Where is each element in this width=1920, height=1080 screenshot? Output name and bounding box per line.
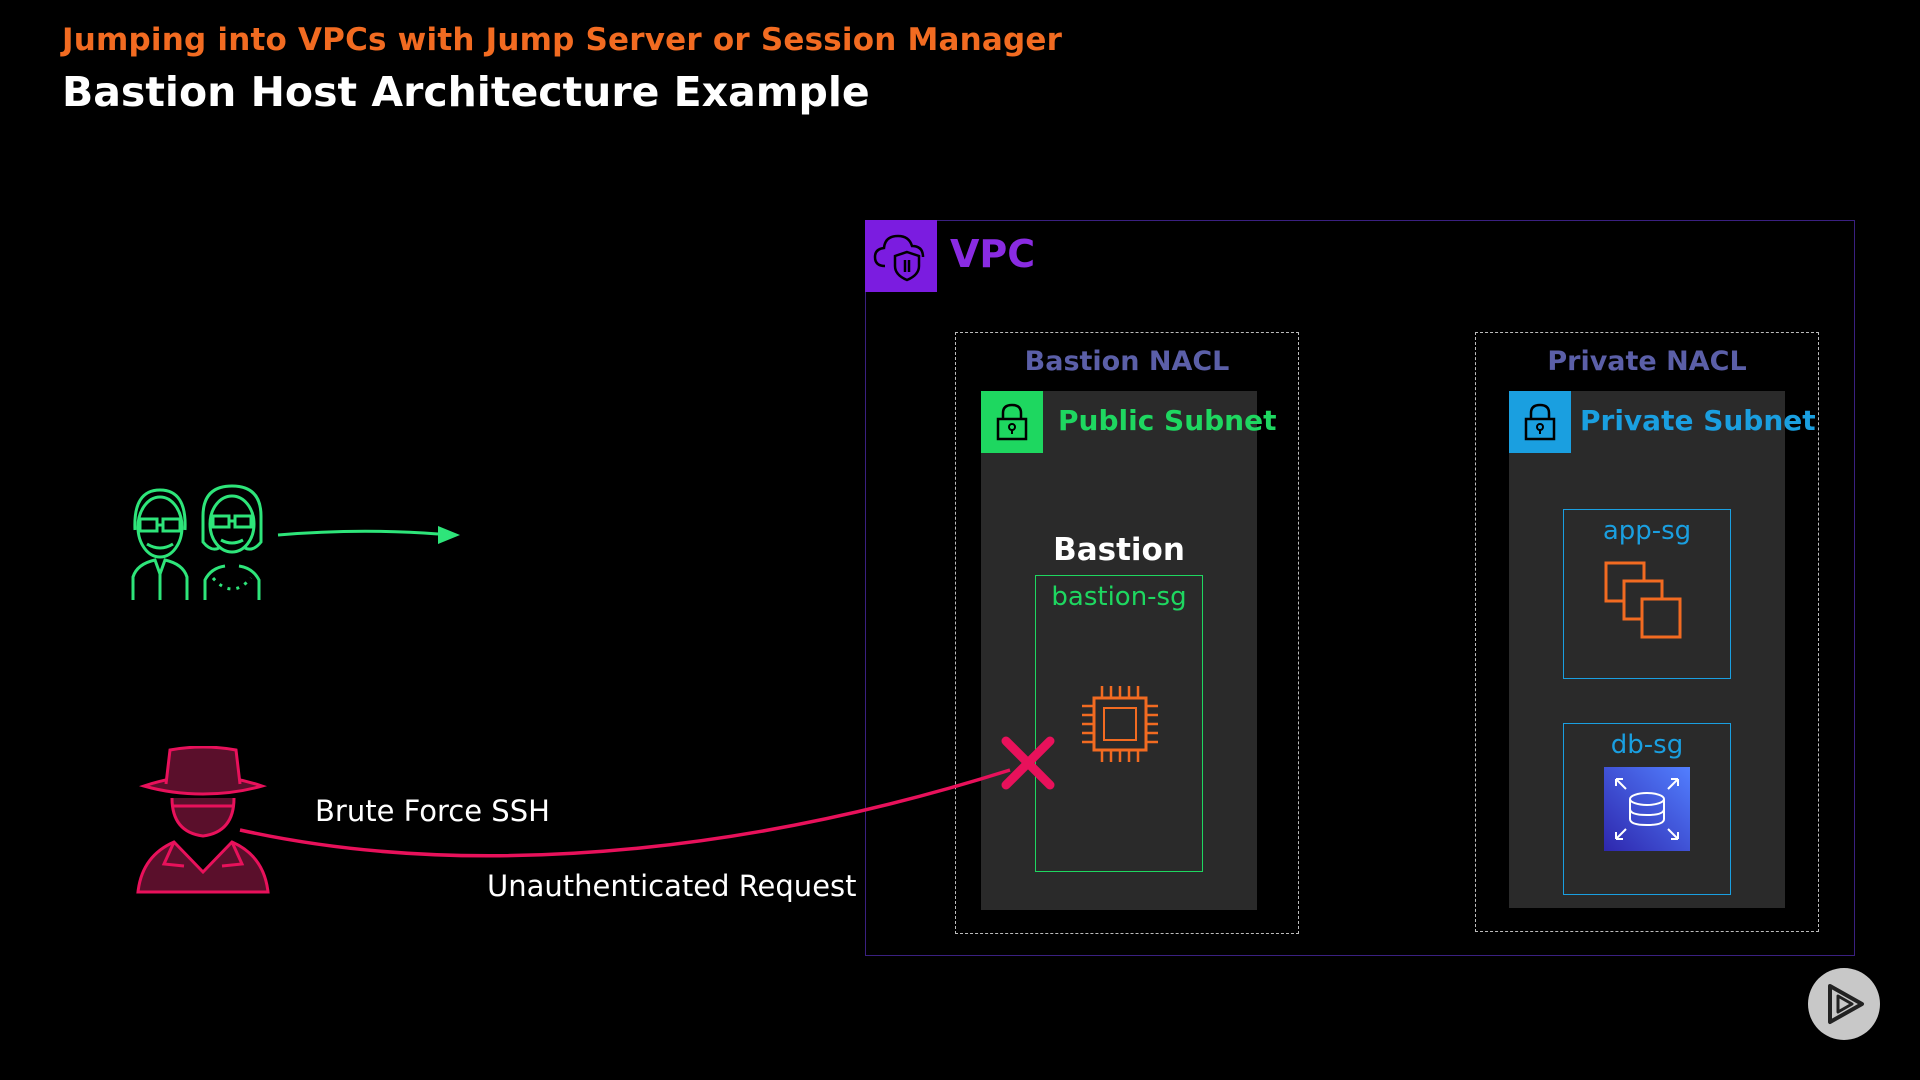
lock-icon xyxy=(981,391,1043,453)
ec2-chip-icon xyxy=(1076,680,1164,768)
private-subnet-label: Private Subnet xyxy=(1580,404,1816,437)
app-sg-label: app-sg xyxy=(1602,516,1692,546)
instances-icon xyxy=(1602,560,1692,650)
attack-label-bottom: Unauthenticated Request xyxy=(487,869,857,903)
bastion-nacl-boundary xyxy=(955,332,1299,934)
bastion-nacl-label: Bastion NACL xyxy=(1024,346,1230,377)
bastion-sg-label: bastion-sg xyxy=(1051,582,1187,612)
private-nacl-label: Private NACL xyxy=(1547,346,1747,377)
slide-title: Bastion Host Architecture Example xyxy=(62,68,870,116)
attack-label-top: Brute Force SSH xyxy=(315,794,550,828)
app-security-group xyxy=(1563,509,1731,679)
hacker-icon xyxy=(134,745,272,894)
vpc-label: VPC xyxy=(950,232,1036,276)
play-button[interactable] xyxy=(1808,968,1880,1040)
bastion-security-group xyxy=(1035,575,1203,872)
vpc-boundary xyxy=(865,220,1855,956)
public-subnet xyxy=(981,391,1257,910)
public-subnet-label: Public Subnet xyxy=(1058,404,1277,437)
private-nacl-boundary xyxy=(1475,332,1819,932)
bastion-label: Bastion xyxy=(1053,532,1185,568)
user-access-arrow xyxy=(277,526,460,544)
lock-icon xyxy=(1509,391,1571,453)
vpc-cloud-icon xyxy=(865,220,937,292)
db-sg-label: db-sg xyxy=(1610,730,1684,760)
users-icon xyxy=(125,482,281,602)
blocked-x-icon xyxy=(1000,735,1056,791)
deck-subtitle: Jumping into VPCs with Jump Server or Se… xyxy=(62,22,1063,58)
db-security-group xyxy=(1563,723,1731,895)
rds-database-icon xyxy=(1604,767,1690,851)
